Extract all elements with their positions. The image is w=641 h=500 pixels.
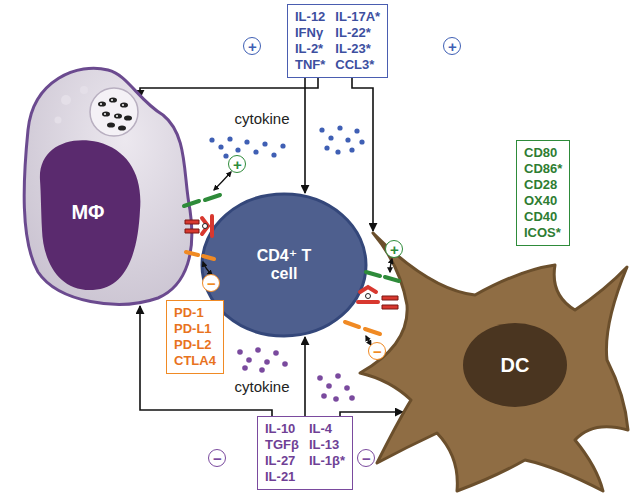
cell-name: CD4⁺ T cell (257, 247, 312, 282)
sign-symbol: − (207, 276, 216, 291)
marker-name: TGFβ (265, 437, 299, 453)
marker-name: CD40 (524, 209, 562, 225)
marker-name: IL-27 (265, 453, 299, 469)
receptor-pair (184, 172, 231, 275)
marker-name: ICOS* (524, 225, 562, 241)
marker-name: IFNγ (295, 25, 325, 41)
marker-name: IL-23* (335, 41, 380, 57)
signal-arrow (304, 337, 306, 416)
marker-name: OX40 (524, 193, 562, 209)
marker-name: IL-1β* (309, 453, 345, 469)
cell-label: MΦ (58, 201, 118, 224)
label-text: cytokine (234, 378, 289, 395)
marker-name: IL-22* (335, 25, 380, 41)
activating-sign: + (228, 155, 246, 173)
signal-arrow (140, 78, 318, 98)
marker-name: CD80 (524, 145, 562, 161)
marker-name: IL-21 (265, 469, 299, 485)
signal-arrow (352, 78, 373, 231)
marker-name: PD-1 (174, 305, 216, 321)
marker-name: CCL3* (335, 57, 380, 73)
marker-name: TNF* (295, 57, 325, 73)
cytokine-dots (209, 125, 364, 158)
receptor-pair (345, 259, 399, 345)
cytokine-box: IL-10 IL-4TGFβ IL-13IL-27 IL-1β* IL-21 (257, 416, 353, 490)
cell-label: DC (485, 354, 545, 377)
inhibitory-sign: − (357, 449, 375, 467)
marker-name: IL-2* (295, 41, 325, 57)
cell-name: MΦ (71, 201, 104, 223)
sign-symbol: − (213, 451, 222, 466)
coinhibitory-box: PD-1PD-L1PD-L2CTLA4 (166, 300, 224, 374)
marker-name: PD-L1 (174, 321, 216, 337)
cytokine-box: IL-12 IL-17A* IFNγ IL-22* IL-2* IL-23* TNF* CCL… (287, 4, 388, 78)
macrophage-cell: MΦ (18, 60, 194, 308)
sign-symbol: + (448, 39, 457, 54)
inhibitory-sign: − (208, 449, 226, 467)
sign-symbol: + (390, 242, 399, 257)
cell-label: CD4⁺ T cell (248, 247, 320, 284)
marker-name: IL-17A* (335, 9, 380, 25)
marker-name: CD86* (524, 161, 562, 177)
marker-name: CTLA4 (174, 353, 216, 369)
cell-name: DC (501, 354, 530, 376)
marker-name: CD28 (524, 177, 562, 193)
sign-symbol: − (373, 344, 382, 359)
marker-name: IL-13 (309, 437, 345, 453)
cytokine-label: cytokine (234, 378, 289, 395)
sign-symbol: + (233, 157, 242, 172)
signal-arrow (304, 78, 306, 193)
marker-name: IL-12 (295, 9, 325, 25)
sign-symbol: + (248, 39, 257, 54)
activating-sign: + (443, 37, 461, 55)
t-cell: CD4⁺ T cell (200, 192, 368, 338)
label-text: cytokine (234, 110, 289, 127)
marker-name: PD-L2 (174, 337, 216, 353)
activating-sign: + (385, 240, 403, 258)
marker-name: IL-10 (265, 421, 299, 437)
marker-name: IL-4 (309, 421, 345, 437)
activating-sign: + (243, 37, 261, 55)
cytokine-label: cytokine (234, 110, 289, 127)
sign-symbol: − (362, 451, 371, 466)
costimulatory-box: CD80CD86*CD28OX40CD40ICOS* (516, 140, 570, 246)
